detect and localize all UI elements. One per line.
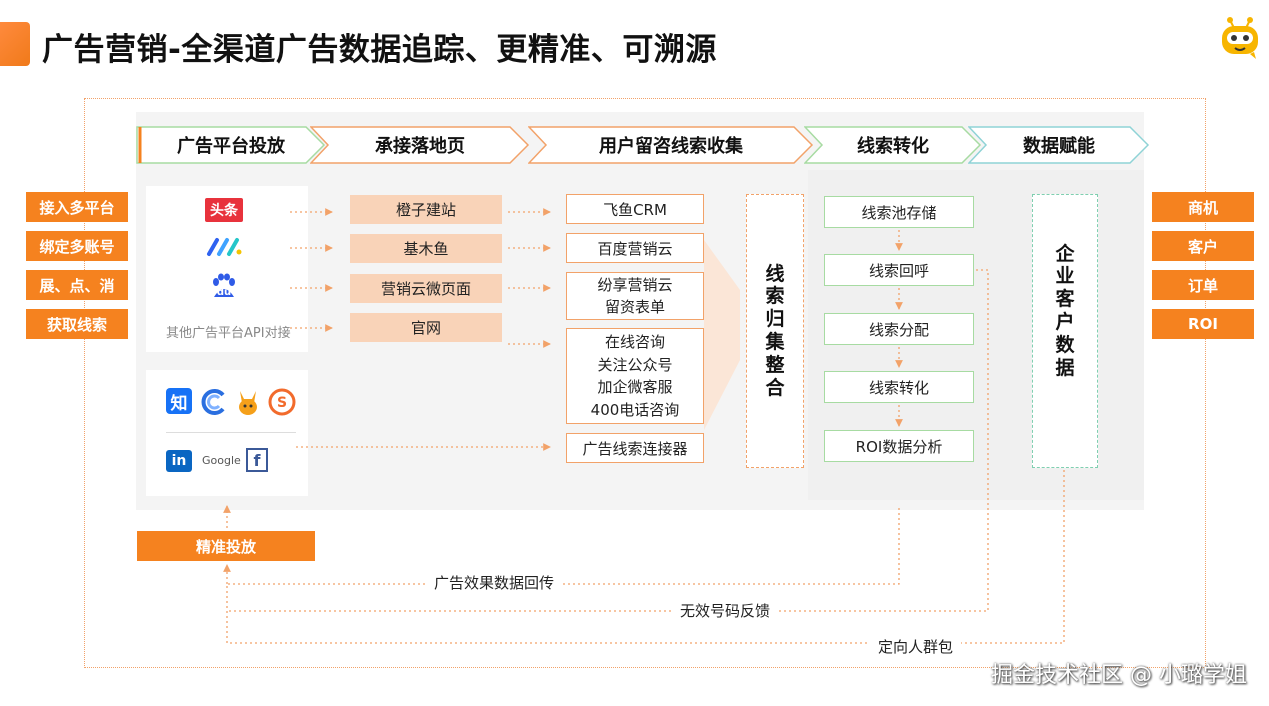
stage-label: 数据赋能	[1023, 136, 1095, 157]
customer-data-box: 企 业 客 户 数 据	[1032, 194, 1098, 468]
baidu-logo: du	[210, 273, 238, 301]
watermark: 掘金技术社区 @ 小璐学姐	[991, 663, 1247, 688]
stage-label: 用户留咨线索收集	[599, 136, 743, 157]
stage-label: 线索转化	[857, 136, 929, 157]
lead-channels: 在线咨询 关注公众号 加企微客服 400电话咨询	[566, 328, 704, 424]
google-logo: Google	[202, 454, 241, 467]
sogou-logo-icon: S	[268, 388, 296, 416]
btn-bind-accounts[interactable]: 绑定多账号	[26, 231, 128, 261]
btn-customer[interactable]: 客户	[1152, 231, 1254, 261]
step-roi-analysis: ROI数据分析	[824, 430, 974, 462]
animal-logo-icon	[239, 391, 257, 415]
facebook-logo: f	[246, 448, 268, 472]
card-divider	[166, 432, 296, 433]
zhihu-logo: 知	[166, 388, 192, 414]
lead-connector: 广告线索连接器	[566, 433, 704, 463]
lead-fenxiang-cloud: 纷享营销云 留资表单	[566, 272, 704, 320]
stage-label: 承接落地页	[375, 136, 465, 157]
landing-chengzi: 橙子建站	[350, 195, 502, 224]
btn-opportunity[interactable]: 商机	[1152, 192, 1254, 222]
step-lead-pool: 线索池存储	[824, 196, 974, 228]
stage-lead-collection: 用户留咨线索收集	[528, 126, 814, 164]
feedback-target-audience: 定向人群包	[870, 636, 962, 657]
step-lead-convert: 线索转化	[824, 371, 974, 403]
stage-landing-page: 承接落地页	[310, 126, 530, 164]
page-title: 广告营销-全渠道广告数据追踪、更精准、可溯源	[42, 32, 717, 68]
btn-impressions-clicks-spend[interactable]: 展、点、消	[26, 270, 128, 300]
feedback-invalid-number: 无效号码反馈	[672, 600, 779, 621]
outer-dotted-frame	[84, 98, 1206, 668]
mascot-logo-icon	[1222, 17, 1258, 59]
landing-jimuyu: 基木鱼	[350, 234, 502, 263]
step-lead-assign: 线索分配	[824, 313, 974, 345]
lead-feiyu-crm: 飞鱼CRM	[566, 194, 704, 224]
landing-website: 官网	[350, 313, 502, 342]
linkedin-logo: in	[166, 450, 192, 472]
stage-lead-conversion: 线索转化	[804, 126, 982, 164]
lead-merge-box: 线 索 归 集 整 合	[746, 194, 804, 468]
btn-connect-platforms[interactable]: 接入多平台	[26, 192, 128, 222]
other-platforms-note: 其他广告平台API对接	[166, 326, 291, 341]
btn-order[interactable]: 订单	[1152, 270, 1254, 300]
feedback-ad-data-return: 广告效果数据回传	[426, 572, 563, 593]
btn-roi[interactable]: ROI	[1152, 309, 1254, 339]
svg-text:S: S	[277, 395, 287, 411]
platform-c-logo-icon	[201, 389, 225, 415]
landing-microsite: 营销云微页面	[350, 274, 502, 303]
stage-data-enable: 数据赋能	[968, 126, 1150, 164]
btn-get-leads[interactable]: 获取线索	[26, 309, 128, 339]
juliang-logo-icon	[207, 238, 242, 256]
step-lead-callback: 线索回呼	[824, 254, 974, 286]
stage-ad-platform: 广告平台投放	[136, 126, 326, 164]
toutiao-logo: 头条	[205, 198, 243, 222]
lead-baidu-cloud: 百度营销云	[566, 233, 704, 263]
title-accent-bar	[0, 22, 30, 66]
btn-precise-targeting[interactable]: 精准投放	[137, 531, 315, 561]
stage-label: 广告平台投放	[177, 136, 285, 157]
